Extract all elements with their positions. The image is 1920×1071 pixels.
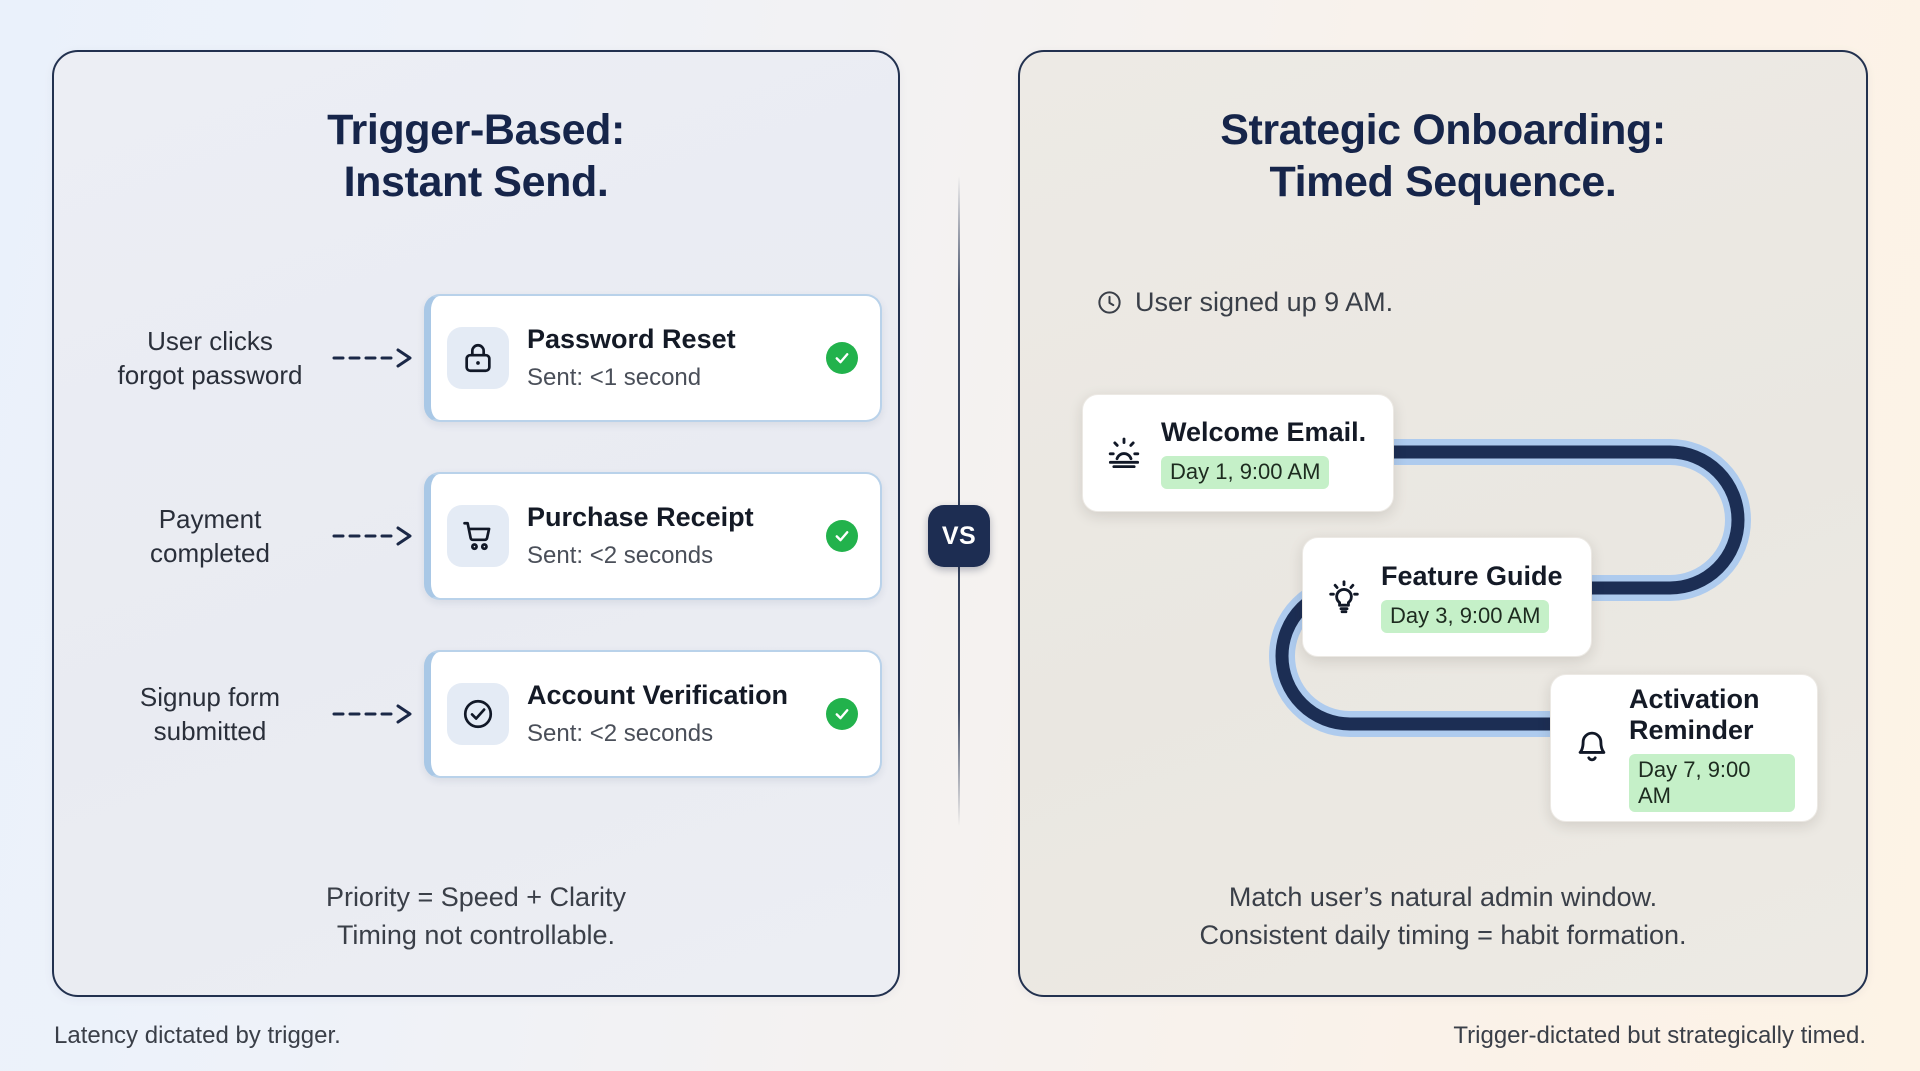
email-card[interactable]: Purchase Receipt Sent: <2 seconds	[424, 472, 882, 600]
email-card-subtitle: Sent: <1 second	[527, 363, 702, 391]
left-footnote-line1: Priority = Speed + Clarity	[325, 882, 627, 912]
sequence-card[interactable]: Activation Reminder Day 7, 9:00 AM	[1550, 674, 1818, 822]
email-card-body: Password Reset Sent: <1 second	[527, 323, 812, 392]
left-panel-title: Trigger-Based: Instant Send.	[54, 104, 898, 209]
email-card[interactable]: Account Verification Sent: <2 seconds	[424, 650, 882, 778]
left-bottom-caption: Latency dictated by trigger.	[54, 1022, 341, 1049]
sequence-card-title: Activation Reminder	[1629, 683, 1760, 745]
status-check-icon	[826, 698, 858, 730]
right-bottom-caption: Trigger-dictated but strategically timed…	[1453, 1022, 1866, 1049]
dashed-arrow-icon	[332, 346, 418, 370]
email-card[interactable]: Password Reset Sent: <1 second	[424, 294, 882, 422]
right-panel-strategic-onboarding: Strategic Onboarding: Timed Sequence. Us…	[1018, 50, 1868, 997]
trigger-label-line1: Signup form	[139, 681, 281, 712]
trigger-label-line1: Payment	[158, 503, 262, 534]
signup-text: User signed up 9 AM.	[1135, 287, 1394, 317]
signup-timestamp: User signed up 9 AM.	[1096, 287, 1393, 318]
trigger-label-line2: submitted	[153, 716, 267, 746]
sequence-card-body: Activation Reminder Day 7, 9:00 AM	[1629, 684, 1795, 813]
right-panel-title: Strategic Onboarding: Timed Sequence.	[1020, 104, 1866, 209]
sequence-card-body: Welcome Email. Day 1, 9:00 AM	[1161, 417, 1371, 489]
trigger-row: Signup form submitted Account Verificat	[92, 644, 882, 784]
trigger-row: Payment completed Purchase	[92, 466, 882, 606]
check-circle-icon	[447, 683, 509, 745]
email-card-body: Account Verification Sent: <2 seconds	[527, 679, 812, 748]
email-card-title: Password Reset	[527, 324, 736, 355]
trigger-row: User clicks forgot password	[92, 288, 882, 428]
status-check-icon	[826, 342, 858, 374]
sequence-card-schedule-chip: Day 1, 9:00 AM	[1161, 456, 1330, 489]
sequence-card-schedule-chip: Day 3, 9:00 AM	[1381, 600, 1550, 633]
trigger-label: Payment completed	[92, 502, 328, 571]
sequence-card[interactable]: Welcome Email. Day 1, 9:00 AM	[1082, 394, 1394, 512]
sunrise-icon	[1101, 430, 1147, 476]
left-panel-footnote: Priority = Speed + Clarity Timing not co…	[54, 878, 898, 955]
lightbulb-icon	[1321, 574, 1367, 620]
vs-divider-line	[958, 176, 960, 826]
left-panel-title-line1: Trigger-Based:	[327, 106, 625, 154]
clock-icon	[1096, 289, 1123, 316]
lock-icon	[447, 327, 509, 389]
email-card-title: Purchase Receipt	[527, 502, 754, 533]
email-card-subtitle: Sent: <2 seconds	[527, 719, 714, 747]
trigger-label-line2: completed	[150, 538, 270, 568]
email-card-title: Account Verification	[527, 680, 789, 711]
sequence-card-schedule-chip: Day 7, 9:00 AM	[1629, 753, 1795, 813]
sequence-card-title: Feature Guide	[1381, 561, 1563, 592]
right-panel-title-line1: Strategic Onboarding:	[1220, 106, 1666, 154]
trigger-label: User clicks forgot password	[92, 324, 328, 393]
right-panel-footnote: Match user’s natural admin window. Consi…	[1020, 878, 1866, 955]
trigger-label: Signup form submitted	[92, 680, 328, 749]
shopping-cart-icon	[447, 505, 509, 567]
dashed-arrow-icon	[332, 524, 418, 548]
trigger-label-line1: User clicks	[147, 325, 273, 356]
left-panel-title-line2: Instant Send.	[343, 158, 609, 207]
sequence-card-title: Welcome Email.	[1161, 417, 1367, 448]
vs-badge: VS	[928, 505, 990, 567]
left-panel-trigger-based: Trigger-Based: Instant Send. User clicks…	[52, 50, 900, 997]
sequence-card-body: Feature Guide Day 3, 9:00 AM	[1381, 561, 1569, 633]
trigger-label-line2: forgot password	[117, 360, 303, 390]
right-panel-title-line2: Timed Sequence.	[1269, 158, 1617, 207]
email-card-body: Purchase Receipt Sent: <2 seconds	[527, 501, 812, 570]
right-footnote-line1: Match user’s natural admin window.	[1228, 882, 1658, 912]
left-footnote-line2: Timing not controllable.	[336, 920, 616, 951]
status-check-icon	[826, 520, 858, 552]
bell-icon	[1569, 725, 1615, 771]
dashed-arrow-icon	[332, 702, 418, 726]
sequence-card[interactable]: Feature Guide Day 3, 9:00 AM	[1302, 537, 1592, 657]
email-card-subtitle: Sent: <2 seconds	[527, 541, 714, 569]
right-footnote-line2: Consistent daily timing = habit formatio…	[1199, 920, 1687, 951]
